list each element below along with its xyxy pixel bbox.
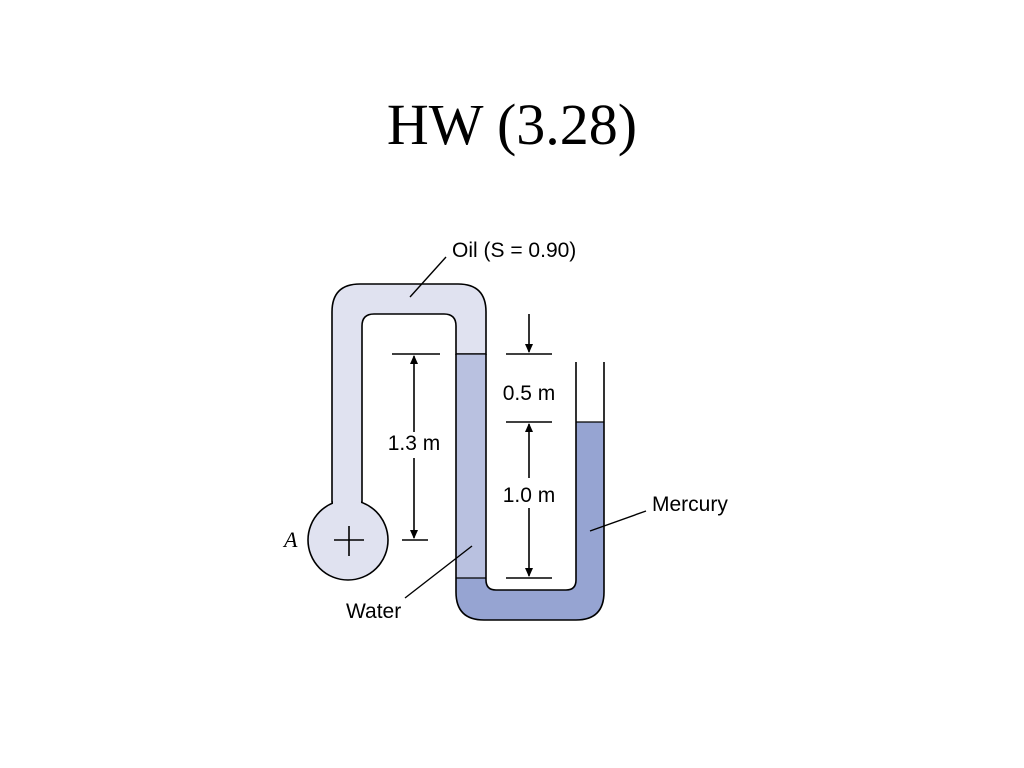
point-a-label: A [282, 527, 298, 552]
water-column [456, 354, 486, 578]
mercury-outline [455, 362, 605, 621]
mercury-fill [456, 422, 604, 620]
mercury-leader [589, 510, 647, 532]
dim-left-label: 1.3 m [388, 432, 441, 455]
mercury-label: Mercury [652, 493, 728, 516]
dim-top-label: 0.5 m [503, 382, 556, 405]
slide-title: HW (3.28) [386, 92, 638, 157]
dim-bottom-label: 1.0 m [503, 484, 556, 507]
bulb-joint [333, 495, 361, 507]
oil-leader [409, 256, 447, 298]
water-leader [404, 545, 473, 599]
oil-label: Oil (S = 0.90) [452, 239, 576, 262]
u-inner-outline [485, 362, 577, 591]
water-label: Water [346, 600, 401, 623]
